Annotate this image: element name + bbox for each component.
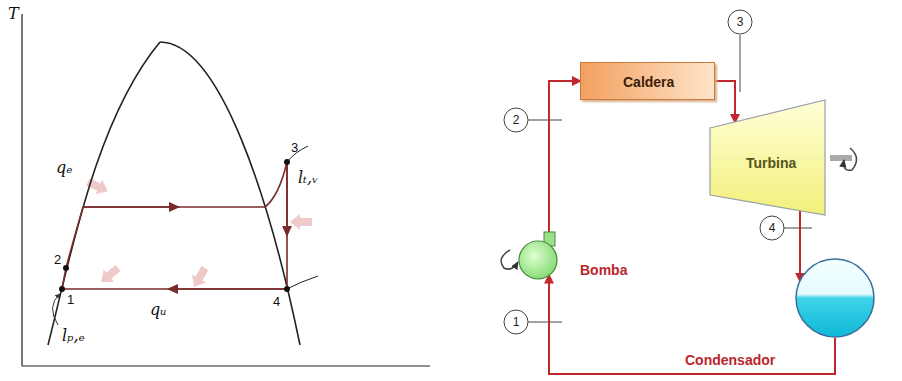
callout-number: 1 <box>513 315 520 329</box>
pipe-connector <box>549 81 580 232</box>
component-label: Condensador <box>685 352 775 368</box>
axis-label: T <box>8 4 19 23</box>
cycle-path <box>62 162 287 289</box>
condenser-symbol-outline <box>795 258 875 338</box>
state-number: 1 <box>67 292 74 307</box>
heat-label: qᵤ <box>150 300 167 319</box>
callout-number: 4 <box>769 221 776 235</box>
work-label: lₚ,ₑ <box>62 326 85 345</box>
condenser-symbol: Condensador <box>795 258 875 338</box>
pump-symbol-outline <box>518 232 562 280</box>
state-number: 4 <box>273 294 280 309</box>
component-label: Turbina <box>746 155 796 171</box>
isobar-lines <box>287 146 318 289</box>
callout-number: 2 <box>513 113 520 127</box>
component-label: Caldera <box>623 74 674 90</box>
pump-work-arrow <box>52 294 60 325</box>
pump-symbol: Bomba <box>518 232 562 280</box>
pipe-connector <box>549 276 835 375</box>
flow-hint-arrows <box>85 175 312 291</box>
state-number: 2 <box>54 252 61 267</box>
work-label: lₜ,ᵥ <box>298 168 318 187</box>
turbine-shape: Turbina <box>710 100 825 215</box>
state-number: 3 <box>291 140 298 155</box>
state-points <box>59 159 290 292</box>
component-label: Bomba <box>580 262 627 278</box>
saturation-dome <box>48 42 300 345</box>
ts-axes <box>22 14 430 366</box>
pipe-connector <box>799 211 801 281</box>
boiler-box: Caldera <box>580 62 715 100</box>
heat-label: qₑ <box>56 158 72 177</box>
callout-number: 3 <box>737 15 744 29</box>
pipe-connector <box>715 81 735 122</box>
